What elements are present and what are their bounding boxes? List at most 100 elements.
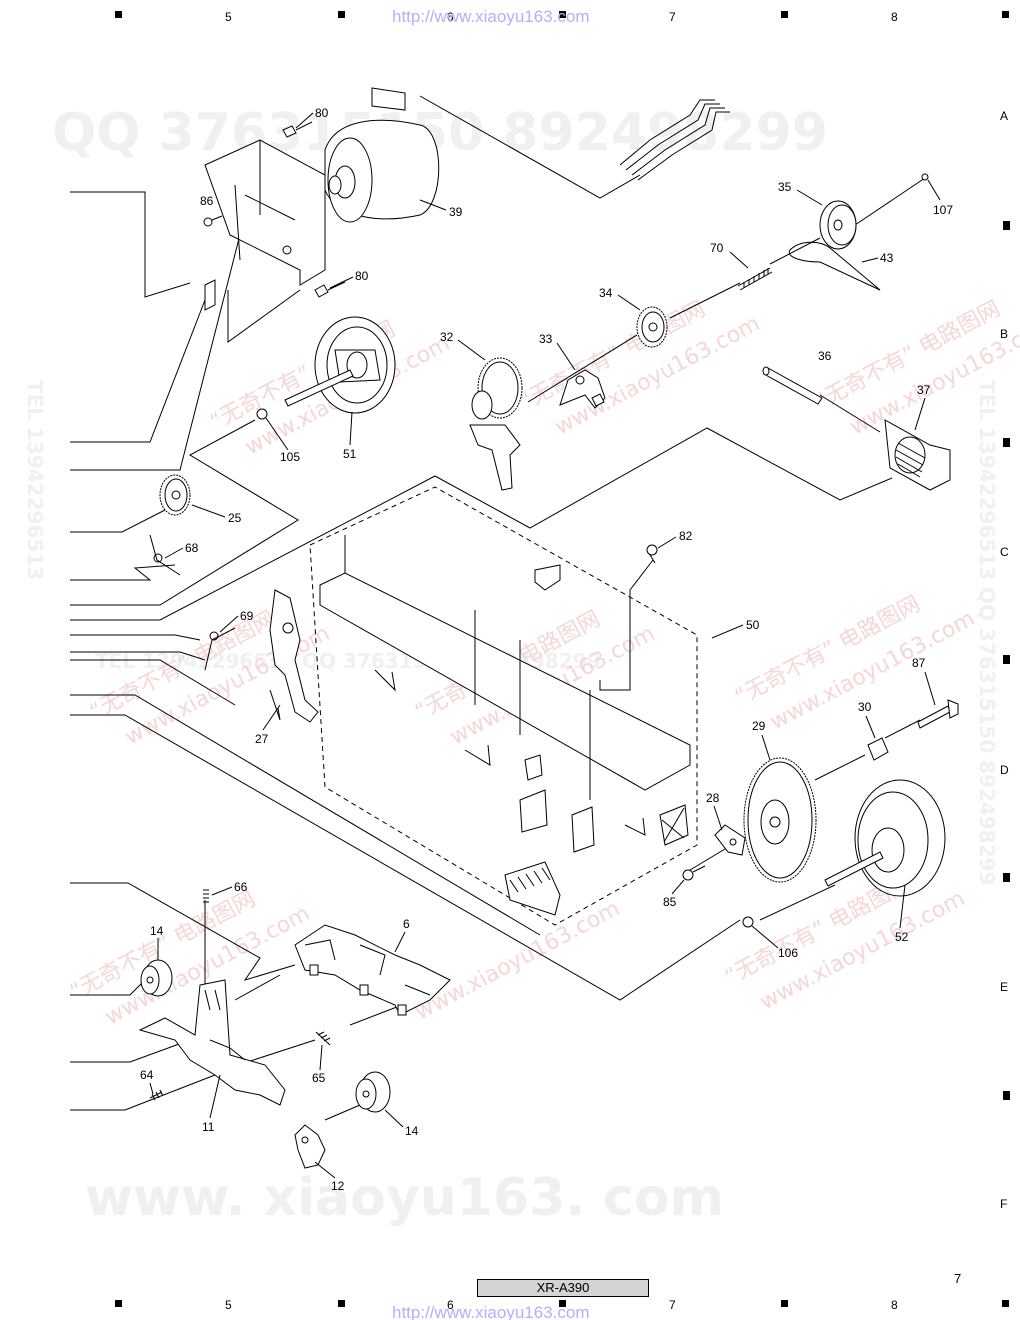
wire-line: [70, 427, 893, 621]
leader-line: [556, 342, 576, 371]
ruler-mark: [1003, 438, 1010, 447]
axis-line: [669, 282, 741, 319]
col-num: 6: [447, 10, 454, 24]
row-letter: F: [1000, 1197, 1007, 1211]
pinch-roller-14b: [355, 1071, 391, 1113]
pcb-ic: [524, 754, 543, 781]
axis-line: [629, 559, 654, 591]
ruler-mark: [115, 1300, 122, 1307]
ruler-mark: [1002, 11, 1009, 18]
spring-69: [204, 627, 236, 671]
lever-tab: [591, 393, 605, 407]
label-30: 30: [858, 700, 872, 714]
axis-line: [814, 754, 866, 781]
label-106: 106: [778, 946, 798, 960]
label-43: 43: [880, 251, 894, 265]
col-num: 8: [891, 1298, 898, 1312]
motor-bracket: [204, 139, 326, 286]
wire-line: [70, 509, 166, 533]
shaft-end: [762, 366, 770, 376]
base-posts: [309, 964, 407, 1016]
spring-64: [149, 1089, 164, 1101]
label-14: 14: [150, 924, 164, 938]
label-34: 34: [599, 286, 613, 300]
row-letter: C: [1000, 545, 1009, 559]
pcb-boundary: [309, 486, 698, 926]
screw-shaft: [211, 215, 223, 221]
wire-line: [70, 634, 201, 641]
col-num: 6: [447, 1298, 454, 1312]
row-letter: D: [1000, 763, 1009, 777]
leader-line: [191, 504, 226, 518]
label-80: 80: [315, 106, 329, 120]
motor-shaft: [328, 175, 342, 195]
arm-27: [269, 589, 319, 723]
wire-line: [70, 659, 236, 706]
axis-line: [884, 719, 921, 739]
label-82: 82: [679, 529, 693, 543]
label-65: 65: [312, 1071, 326, 1085]
leader-line: [419, 199, 447, 211]
col-num: 8: [891, 10, 898, 24]
washer-107: [921, 173, 929, 181]
pcb-wires: [374, 669, 646, 836]
bottom-ruler: 5 6 7 8 http://www.xiaoyu163.com: [115, 1298, 1009, 1320]
footer-url: http://www.xiaoyu163.com: [392, 1303, 589, 1320]
motor-bracket-tab: [204, 279, 216, 311]
pcb-50: [309, 486, 698, 926]
wire-line: [70, 214, 246, 471]
leader-line: [149, 1082, 154, 1095]
connection-lines: [70, 95, 926, 1121]
screw-80-b: [314, 281, 346, 298]
label-33: 33: [539, 332, 553, 346]
leader-line: [729, 251, 749, 269]
arm-body: [269, 589, 319, 723]
leader-line: [924, 671, 936, 706]
screw-head: [947, 699, 959, 719]
label-86: 86: [200, 194, 214, 208]
screw-head: [282, 125, 297, 138]
pulley-hub: [833, 219, 843, 231]
wire-line: [70, 191, 191, 298]
wire-line: [70, 1074, 216, 1111]
leader-line: [751, 925, 779, 949]
watermark-tel-right: TEL 13942296513 QQ 376315150 892498299: [975, 380, 999, 885]
washer-106: [742, 916, 754, 928]
lever-hole: [301, 1136, 309, 1144]
gear-32: [469, 357, 523, 491]
screw-82: [646, 544, 658, 564]
watermark-qq: QQ 376315150 892498299: [52, 103, 828, 163]
screw-shaft: [692, 865, 706, 873]
motor-bracket-detail: [234, 140, 296, 261]
part-28: [714, 824, 746, 856]
cable-wire: [619, 99, 715, 166]
pcb-board: [319, 572, 691, 791]
spring-coils: [743, 268, 769, 288]
flywheel-51: [284, 316, 396, 414]
leader-line: [761, 734, 771, 761]
cable-wire: [631, 107, 725, 176]
reel-shaft: [824, 851, 884, 887]
screw-85: [682, 865, 706, 881]
arm-detail: [269, 689, 281, 721]
wire-line: [70, 714, 741, 1001]
label-29: 29: [752, 719, 766, 733]
label-14: 14: [405, 1124, 419, 1138]
ruler-mark: [1003, 873, 1010, 882]
screw-shaft: [327, 281, 346, 291]
ruler-mark: [1003, 655, 1010, 664]
ruler-mark: [1003, 221, 1010, 230]
shaft-36: [762, 366, 823, 405]
header-url: http://www.xiaoyu163.com: [392, 7, 589, 26]
axis-line: [527, 334, 638, 403]
washer-105: [256, 408, 268, 420]
spring-66: [203, 889, 209, 903]
label-25: 25: [228, 511, 242, 525]
label-50: 50: [746, 618, 760, 632]
screw-hole: [282, 245, 292, 255]
leader-line: [457, 339, 486, 361]
lever-12: [294, 1124, 326, 1169]
cable-wire: [625, 103, 720, 171]
